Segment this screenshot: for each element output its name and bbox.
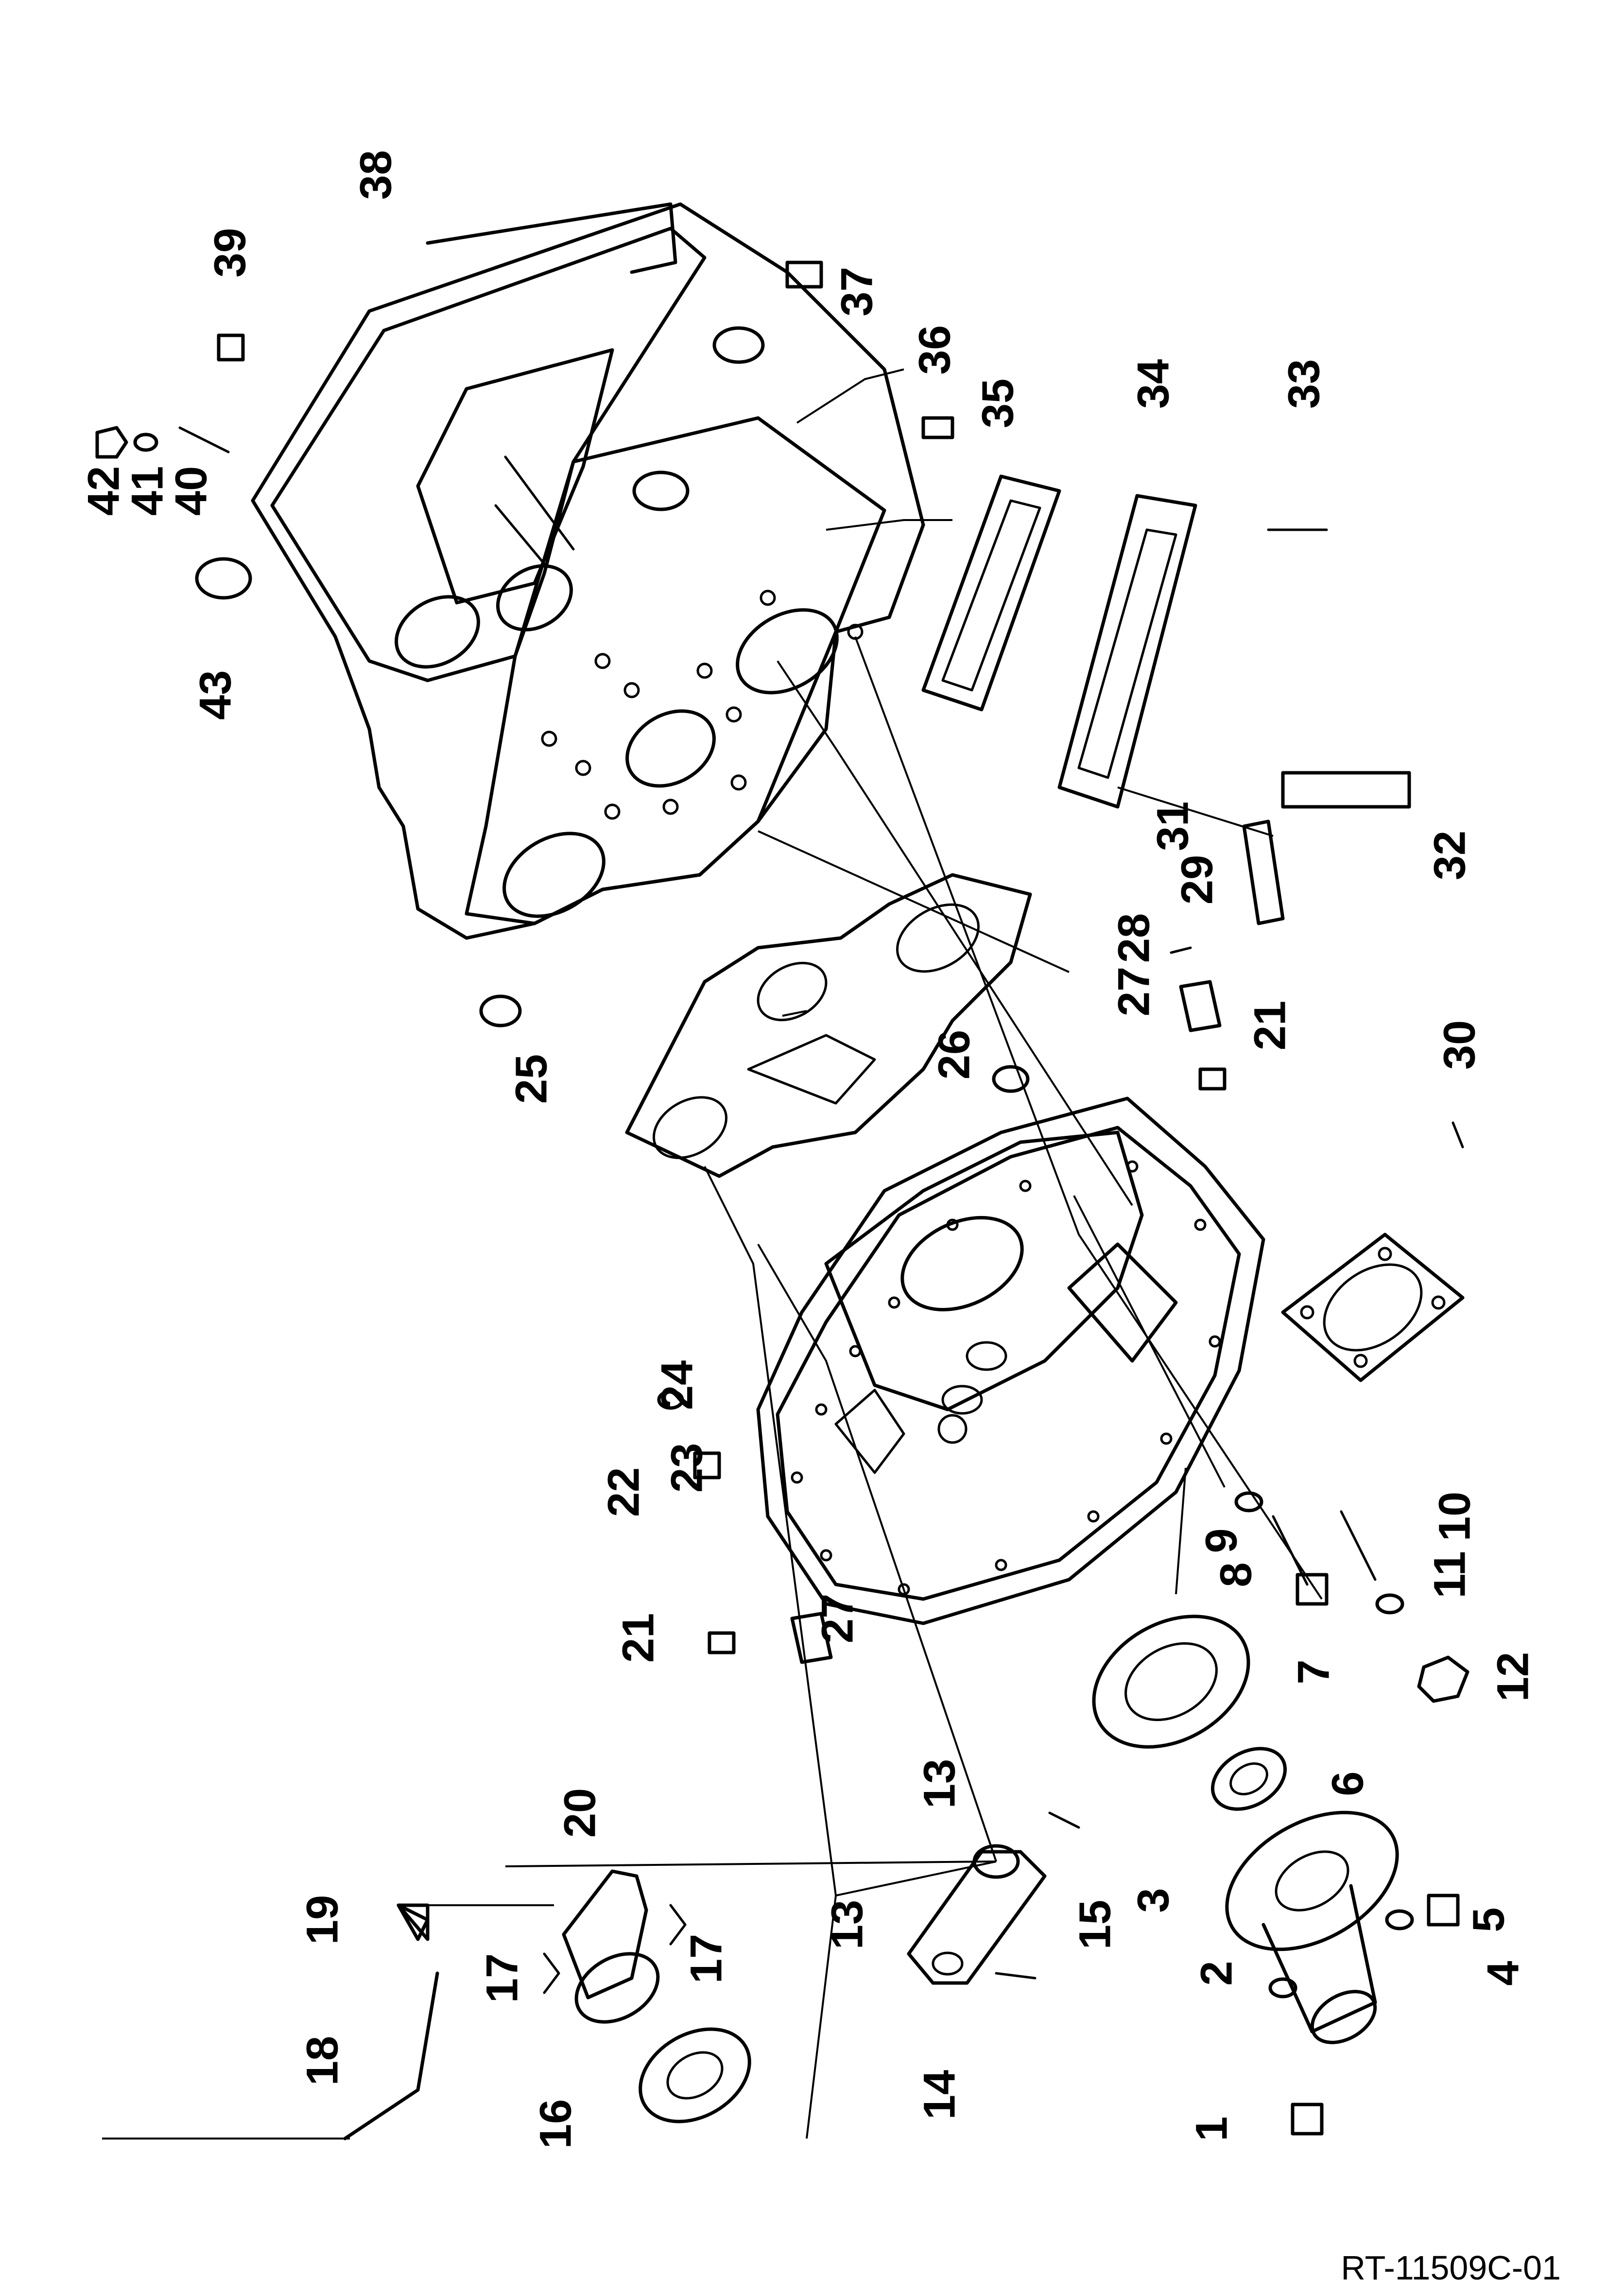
stud-39 bbox=[178, 426, 230, 453]
spring-17a bbox=[669, 1904, 687, 1946]
bearing-carrier-20-drawing bbox=[562, 1869, 660, 2024]
stud-10 bbox=[1340, 1510, 1377, 1581]
callout-7: 7 bbox=[1289, 1659, 1338, 1684]
callout-36: 36 bbox=[910, 325, 959, 375]
callout-5: 5 bbox=[1464, 1907, 1513, 1932]
sleeve-27b bbox=[790, 1612, 833, 1664]
callout-19: 19 bbox=[297, 1895, 347, 1945]
fitting-19 bbox=[397, 1903, 430, 1941]
callout-24: 24 bbox=[652, 1360, 702, 1410]
callout-18: 18 bbox=[297, 2036, 347, 2086]
bolt-8 bbox=[1296, 1573, 1329, 1606]
callout-11: 11 bbox=[1425, 1551, 1474, 1598]
callout-38: 38 bbox=[351, 150, 400, 200]
bolt-4 bbox=[1427, 1894, 1460, 1927]
callout-6: 6 bbox=[1323, 1771, 1372, 1796]
gasket-34-drawing bbox=[921, 474, 1061, 712]
plug-42 bbox=[195, 557, 252, 600]
gasket-30-drawing bbox=[1281, 1233, 1465, 1382]
callout-12: 12 bbox=[1488, 1652, 1538, 1702]
callout-21: 21 bbox=[1245, 1001, 1295, 1050]
callout-17: 17 bbox=[477, 1953, 527, 2003]
washer-24 bbox=[657, 1390, 684, 1410]
callout-30: 30 bbox=[1434, 1020, 1484, 1070]
callout-25: 25 bbox=[506, 1054, 556, 1104]
leader-lines bbox=[102, 368, 1323, 2139]
callout-4: 4 bbox=[1478, 1961, 1528, 1985]
plug-35 bbox=[921, 416, 954, 439]
washer-5 bbox=[1385, 1909, 1414, 1931]
bolt-15a bbox=[1048, 1811, 1080, 1829]
throwout-bearing-16-drawing bbox=[639, 2027, 751, 2123]
dowel-21a bbox=[1198, 1067, 1227, 1091]
seal-6-drawing bbox=[1210, 1747, 1287, 1811]
callout-33: 33 bbox=[1279, 359, 1329, 409]
washer-2 bbox=[1268, 1977, 1297, 1999]
callout-13: 13 bbox=[915, 1759, 964, 1809]
callout-22: 22 bbox=[599, 1467, 648, 1517]
callout-14: 14 bbox=[915, 2070, 964, 2120]
sleeve-27a bbox=[1179, 980, 1222, 1032]
screw-31 bbox=[1451, 1121, 1464, 1148]
callout-17: 17 bbox=[681, 1934, 731, 1983]
callout-34: 34 bbox=[1128, 359, 1178, 409]
callout-28: 28 bbox=[1109, 913, 1158, 963]
callout-29: 29 bbox=[1172, 855, 1222, 904]
hardware-parts bbox=[95, 261, 1469, 2136]
dowel-21b bbox=[708, 1631, 736, 1654]
plug-36 bbox=[785, 261, 823, 289]
nut-41 bbox=[95, 426, 128, 459]
lube-line-18-drawing bbox=[343, 1903, 439, 2140]
callout-32: 32 bbox=[1425, 831, 1474, 880]
callout-13: 13 bbox=[822, 1900, 872, 1949]
plate-29 bbox=[1281, 771, 1411, 809]
callout-20: 20 bbox=[555, 1788, 605, 1838]
washer-40 bbox=[133, 433, 158, 452]
cover-plate-33-drawing bbox=[1057, 494, 1197, 809]
pin-28 bbox=[1170, 946, 1192, 954]
shaft-29 bbox=[1242, 819, 1285, 925]
bolt-1 bbox=[1291, 2103, 1324, 2136]
callout-35: 35 bbox=[973, 379, 1022, 428]
drawing-reference-number: RT-11509C-01 bbox=[1341, 2249, 1561, 2287]
pin-38 bbox=[217, 333, 245, 362]
callout-8: 8 bbox=[1211, 1562, 1261, 1587]
callout-16: 16 bbox=[531, 2099, 580, 2149]
callout-9: 9 bbox=[1196, 1528, 1246, 1553]
callout-2: 2 bbox=[1192, 1961, 1241, 1985]
callout-39: 39 bbox=[205, 228, 255, 278]
transmission-case-drawing bbox=[251, 202, 925, 940]
callout-41: 41 bbox=[122, 466, 172, 516]
plug-43 bbox=[479, 994, 522, 1027]
callout-10: 10 bbox=[1430, 1492, 1479, 1541]
gasket-7-drawing bbox=[1092, 1615, 1250, 1749]
callout-42: 42 bbox=[79, 466, 128, 516]
callout-27: 27 bbox=[812, 1594, 862, 1643]
nut-12 bbox=[1417, 1655, 1469, 1703]
front-housing-drawing bbox=[756, 1096, 1265, 1625]
spring-17b bbox=[543, 1952, 560, 1994]
callout-15: 15 bbox=[1070, 1900, 1120, 1949]
plug-26 bbox=[992, 1065, 1030, 1093]
callout-27: 27 bbox=[1109, 967, 1158, 1016]
washer-9 bbox=[1234, 1491, 1263, 1513]
callout-31: 31 bbox=[1148, 801, 1197, 851]
callout-3: 3 bbox=[1128, 1888, 1178, 1913]
callout-1: 1 bbox=[1187, 2116, 1236, 2141]
callout-23: 23 bbox=[662, 1443, 711, 1493]
washer-11 bbox=[1375, 1593, 1404, 1615]
callout-21: 21 bbox=[613, 1613, 663, 1663]
callout-26: 26 bbox=[929, 1030, 979, 1079]
callout-37: 37 bbox=[832, 267, 881, 316]
bolt-15b bbox=[995, 1972, 1037, 1980]
gasket-25-drawing bbox=[625, 873, 1032, 1178]
bolt-23 bbox=[693, 1451, 721, 1479]
callout-40: 40 bbox=[166, 466, 216, 516]
callout-43: 43 bbox=[190, 670, 240, 720]
